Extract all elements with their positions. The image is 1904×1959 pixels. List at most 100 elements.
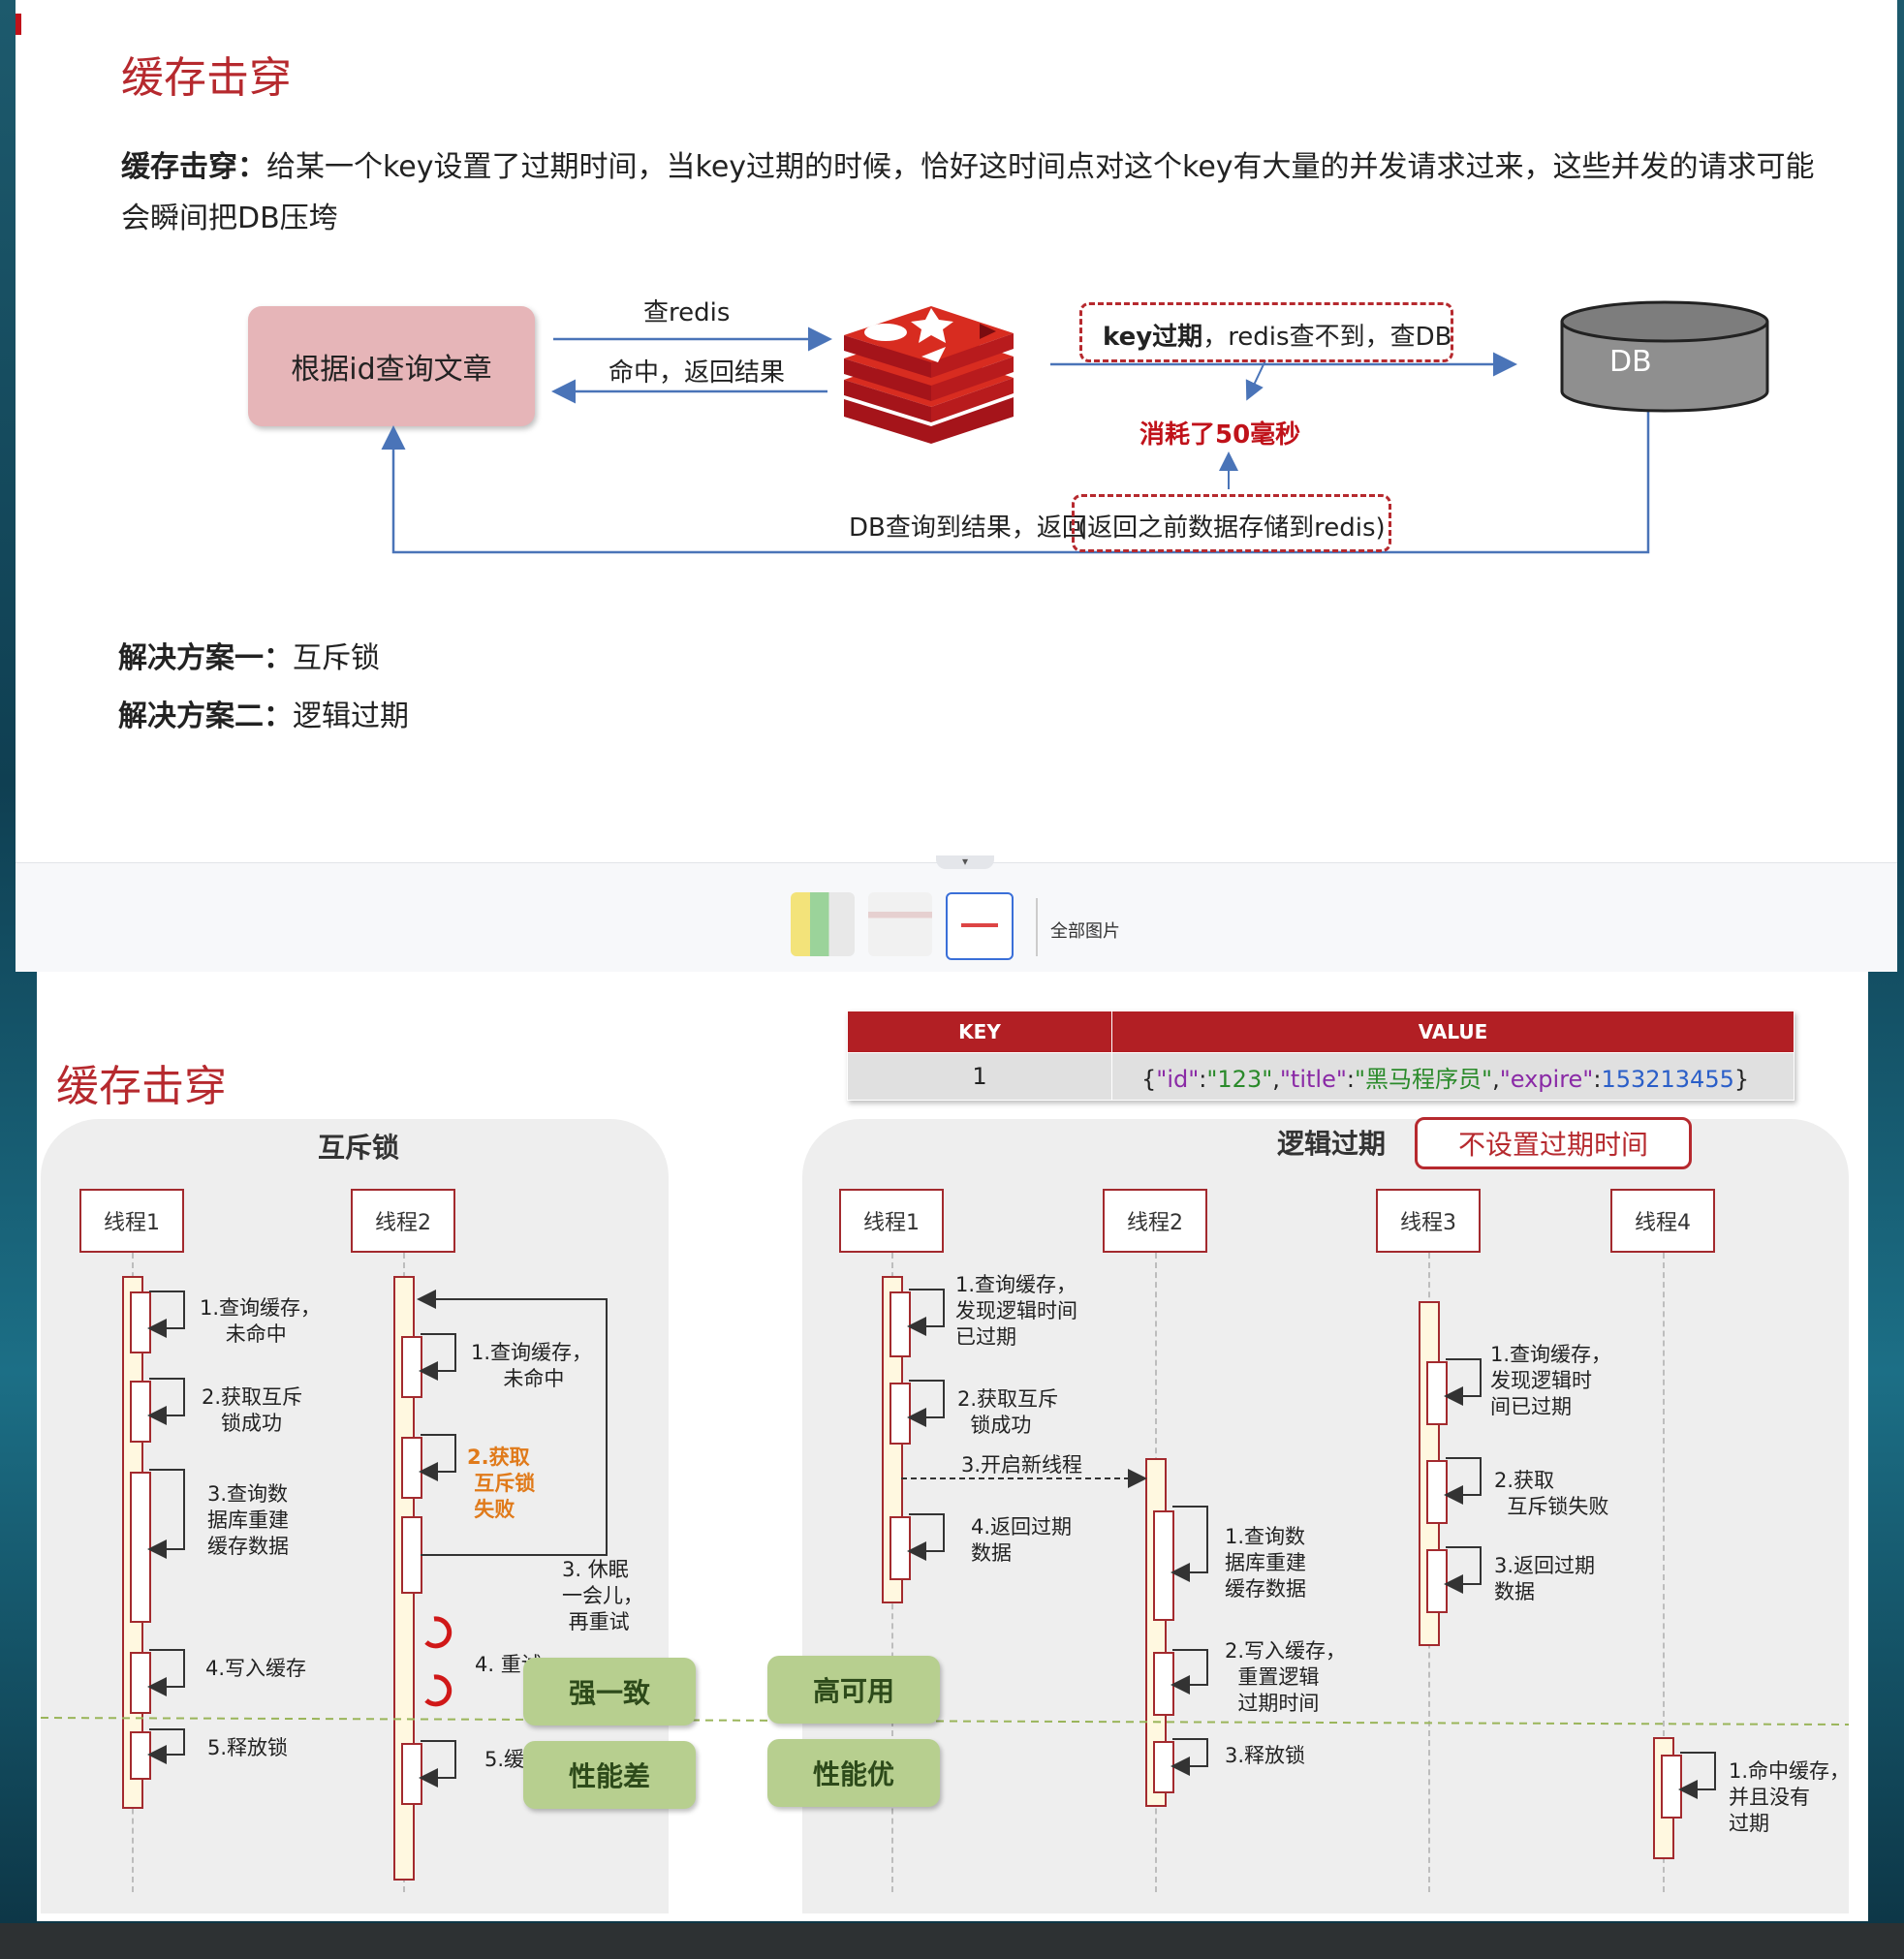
store-note-label: (返回之前数据存储到redis) — [1077, 513, 1386, 543]
step-text: 1.查询缓存， 发现逻辑时间 已过期 — [955, 1273, 1077, 1349]
step-text: 1.查询缓存， 未命中 — [471, 1341, 593, 1390]
mutex-t2-step-1: 1.查询缓存， 未命中 — [471, 1340, 592, 1392]
mutex-thread-2: 线程2 — [351, 1189, 455, 1253]
mutex-t2-step-5: 5.缓 — [484, 1747, 524, 1773]
solution-2: 解决方案二：逻辑过期 — [118, 692, 409, 734]
mutex-t1-step-4: 4.写入缓存 — [205, 1656, 306, 1682]
step-text: 2.获取互斥 锁成功 — [957, 1387, 1059, 1437]
label-hit-return: 命中，返回结果 — [609, 358, 786, 388]
logic-thread-4-label: 线程4 — [1635, 1211, 1691, 1235]
badge-poor-performance: 性能差 — [523, 1741, 696, 1809]
mutex-title: 互斥锁 — [318, 1132, 400, 1164]
json-colon: : — [1593, 1065, 1602, 1093]
logic-t1-step-3: 3.开启新线程 — [961, 1452, 1082, 1478]
logic-thread-4: 线程4 — [1610, 1189, 1715, 1253]
badge-good-performance: 性能优 — [767, 1739, 940, 1807]
thumbnail-1[interactable] — [791, 892, 855, 956]
toolbar-divider — [1036, 898, 1038, 956]
slide-title: 缓存击穿 — [121, 53, 292, 103]
logic-thread-1: 线程1 — [839, 1189, 944, 1253]
kv-cell-key: 1 — [847, 1052, 1112, 1101]
key-expire-label: key过期，redis查不到，查DB — [1103, 317, 1451, 353]
definition-text: 给某一个key设置了过期时间，当key过期的时候，恰好这时间点对这个key有大量… — [121, 150, 1815, 235]
kv-header-key: KEY — [847, 1011, 1112, 1053]
step-text: 2.获取 互斥锁失败 — [1494, 1469, 1609, 1518]
label-check-redis: 查redis — [643, 298, 731, 327]
step-text: 3.返回过期 数据 — [1494, 1554, 1596, 1603]
query-article-box: 根据id查询文章 — [248, 306, 535, 426]
step-text: 3.查询数 据库重建 缓存数据 — [207, 1482, 289, 1558]
solution-1-label: 解决方案一： — [118, 641, 293, 675]
step-text: 1.查询数 据库重建 缓存数据 — [1225, 1525, 1306, 1601]
no-expire-label: 不设置过期时间 — [1457, 1129, 1648, 1161]
key-expire-rest: ，redis查不到，查DB — [1202, 323, 1452, 352]
key-expire-bold: key过期 — [1103, 323, 1203, 352]
mutex-thread-1-label: 线程1 — [104, 1211, 160, 1235]
mutex-thread-2-label: 线程2 — [375, 1211, 431, 1235]
json-key: "id" — [1156, 1065, 1200, 1093]
step-text: 4.返回过期 数据 — [971, 1515, 1073, 1565]
json-comma: , — [1492, 1065, 1500, 1093]
mutex-t1-step-3: 3.查询数 据库重建 缓存数据 — [207, 1481, 289, 1560]
step-text: 4.写入缓存 — [205, 1657, 307, 1680]
retry-arrow-icon — [424, 1616, 453, 1707]
logic-t3-step-3: 3.返回过期 数据 — [1494, 1553, 1595, 1605]
badge-text: 性能优 — [812, 1758, 894, 1790]
slide-marker — [16, 14, 21, 35]
logic-thread-3: 线程3 — [1376, 1189, 1481, 1253]
definition-label: 缓存击穿： — [121, 150, 266, 184]
logic-t2-step-1: 1.查询数 据库重建 缓存数据 — [1225, 1524, 1306, 1602]
database-icon — [1560, 300, 1769, 413]
step-text: 1.查询缓存， 未命中 — [200, 1296, 322, 1346]
logic-t2-step-2: 2.写入缓存， 重置逻辑 过期时间 — [1225, 1638, 1346, 1717]
json-colon: : — [1346, 1065, 1355, 1093]
time-cost-label: 消耗了50毫秒 — [1139, 420, 1301, 450]
sequence-arrows-svg — [40, 1289, 1850, 1799]
json-colon: : — [1199, 1065, 1207, 1093]
logic-thread-1-label: 线程1 — [863, 1211, 920, 1235]
slide-1: 缓存击穿 缓存击穿：给某一个key设置了过期时间，当key过期的时候，恰好这时间… — [16, 0, 1897, 862]
step-text: 2.获取 互斥锁 失败 — [467, 1446, 536, 1521]
logic-t1-step-2: 2.获取互斥 锁成功 — [957, 1386, 1058, 1439]
json-brace: } — [1733, 1065, 1750, 1093]
kv-table: KEY VALUE 1 {"id":"123","title":"黑马程序员",… — [847, 1011, 1795, 1101]
mutex-thread-1: 线程1 — [79, 1189, 184, 1253]
lifeline — [1663, 1253, 1665, 1892]
json-key: "expire" — [1499, 1065, 1594, 1093]
step-text: 5.释放锁 — [207, 1736, 289, 1759]
db-label: DB — [1609, 345, 1652, 379]
no-expire-box: 不设置过期时间 — [1415, 1117, 1692, 1169]
solution-1: 解决方案一：互斥锁 — [118, 634, 380, 676]
json-value: 153213455 — [1601, 1065, 1734, 1093]
badge-text: 性能差 — [568, 1760, 650, 1792]
mutex-t1-step-1: 1.查询缓存， 未命中 — [200, 1295, 321, 1348]
json-value: "123" — [1206, 1065, 1273, 1093]
definition-paragraph: 缓存击穿：给某一个key设置了过期时间，当key过期的时候，恰好这时间点对这个k… — [121, 141, 1826, 244]
slide-2: 缓存击穿 KEY VALUE 1 {"id":"123","title":"黑马… — [37, 972, 1868, 1921]
badge-text: 高可用 — [812, 1675, 894, 1707]
json-key: "title" — [1279, 1065, 1347, 1093]
image-viewer-toolbar: ▾ 全部图片 — [16, 855, 1897, 972]
thumbnail-3-selected[interactable] — [946, 892, 1014, 960]
solution-2-value: 逻辑过期 — [293, 700, 409, 733]
chevron-down-icon[interactable]: ▾ — [936, 855, 994, 869]
thumbnail-3-preview — [961, 923, 998, 927]
step-text: 5.缓 — [484, 1748, 525, 1771]
arrow-key-expire — [1245, 359, 1266, 401]
logic-thread-3-label: 线程3 — [1400, 1211, 1456, 1235]
logic-thread-2-label: 线程2 — [1127, 1211, 1183, 1235]
logic-t3-step-2: 2.获取 互斥锁失败 — [1494, 1468, 1608, 1520]
logic-t2-step-3: 3.释放锁 — [1225, 1743, 1305, 1769]
all-pictures-link[interactable]: 全部图片 — [1050, 921, 1120, 942]
thumbnail-2[interactable] — [868, 892, 932, 956]
json-brace: { — [1141, 1065, 1157, 1093]
solution-1-value: 互斥锁 — [293, 641, 380, 675]
step-text: 3.释放锁 — [1225, 1744, 1306, 1767]
bottom-bar — [0, 1923, 1904, 1959]
db-return-label: DB查询到结果，返回 — [849, 513, 1087, 543]
divider-dashed-line — [40, 1717, 1850, 1726]
store-note-box — [1072, 494, 1391, 552]
slide-2-title: 缓存击穿 — [56, 1062, 227, 1111]
badge-strong-consistency: 强一致 — [523, 1658, 696, 1726]
logic-t4-step-1: 1.命中缓存， 并且没有 过期 — [1729, 1758, 1850, 1837]
